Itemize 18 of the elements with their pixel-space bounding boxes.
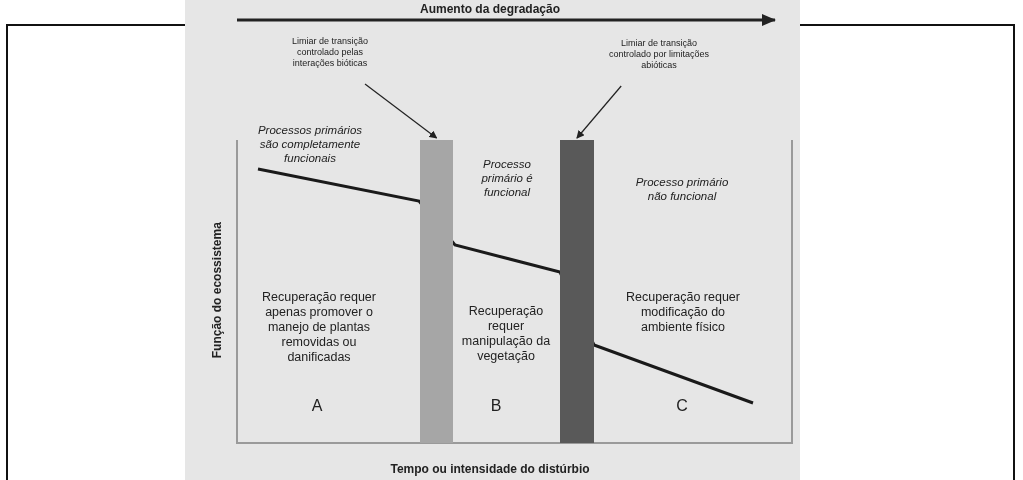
callout-text: Limiar de transição controlado pelas interações bióticas <box>280 36 380 69</box>
leader-arrow <box>364 83 438 139</box>
leader-arrow <box>576 85 622 139</box>
zone-text: Recuperação requer manipulação da vegetação <box>460 304 552 364</box>
callout-text: Limiar de transição controlado por limitações abióticas <box>605 38 713 71</box>
x-axis-title: Tempo ou intensidade do distúrbio <box>389 462 591 477</box>
y-axis-title: Função do ecossistema <box>209 221 225 361</box>
zone-text: Recuperação requer apenas promover o manejo de plantas removidas ou danificadas <box>261 290 377 365</box>
zone-text: Recuperação requer modificação do ambiente físico <box>625 290 741 335</box>
zone-note: Processo primário não funcional <box>634 176 730 204</box>
zone-note: Processos primários são completamente funcionais <box>256 124 364 166</box>
zone-note: Processo primário é funcional <box>480 158 534 200</box>
arrow-title: Aumento da degradação <box>419 2 561 17</box>
threshold-bar <box>420 140 453 443</box>
zone-letter: B <box>489 396 503 416</box>
zone-letter: A <box>310 396 324 416</box>
threshold-bar <box>560 140 594 443</box>
zone-letter: C <box>675 396 689 416</box>
